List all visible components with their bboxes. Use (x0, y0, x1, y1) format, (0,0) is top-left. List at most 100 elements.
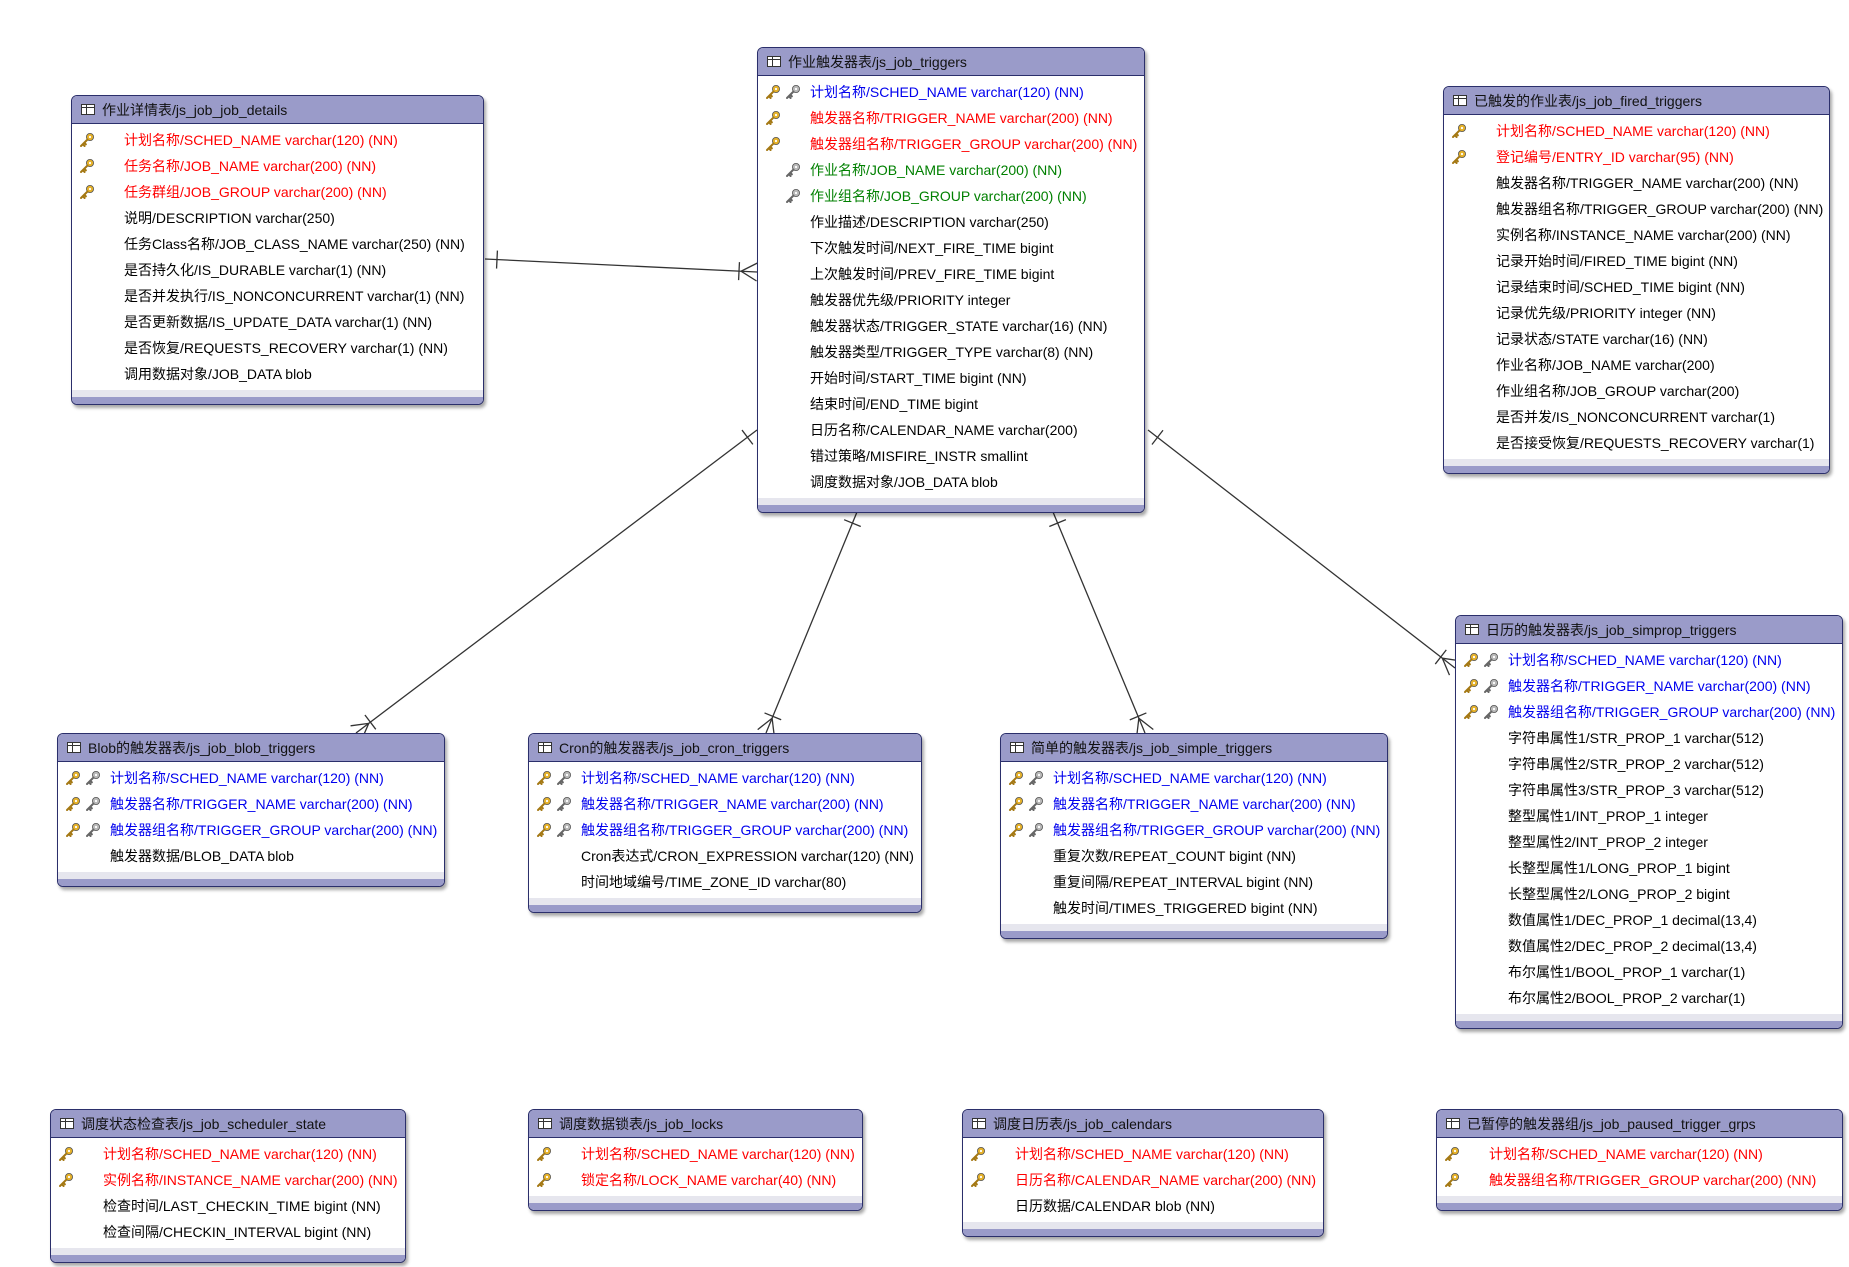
column-row[interactable]: 触发器类型/TRIGGER_TYPE varchar(8) (NN) (758, 339, 1144, 365)
column-row[interactable]: 长整型属性2/LONG_PROP_2 bigint (1456, 881, 1842, 907)
column-row[interactable]: 是否持久化/IS_DURABLE varchar(1) (NN) (72, 257, 483, 283)
column-row[interactable]: 触发器名称/TRIGGER_NAME varchar(200) (NN) (529, 791, 921, 817)
column-row[interactable]: 计划名称/SCHED_NAME varchar(120) (NN) (51, 1141, 405, 1167)
column-row[interactable]: 是否恢复/REQUESTS_RECOVERY varchar(1) (NN) (72, 335, 483, 361)
column-row[interactable]: 整型属性2/INT_PROP_2 integer (1456, 829, 1842, 855)
table-header[interactable]: 调度状态检查表/js_job_scheduler_state (51, 1110, 405, 1138)
column-row[interactable]: 触发器数据/BLOB_DATA blob (58, 843, 444, 869)
column-row[interactable]: 计划名称/SCHED_NAME varchar(120) (NN) (963, 1141, 1323, 1167)
column-row[interactable]: 触发器组名称/TRIGGER_GROUP varchar(200) (NN) (58, 817, 444, 843)
column-row[interactable]: 作业描述/DESCRIPTION varchar(250) (758, 209, 1144, 235)
table-calendars[interactable]: 调度日历表/js_job_calendars 计划名称/SCHED_NAME v… (962, 1109, 1324, 1237)
column-row[interactable]: 是否更新数据/IS_UPDATE_DATA varchar(1) (NN) (72, 309, 483, 335)
column-row[interactable]: 锁定名称/LOCK_NAME varchar(40) (NN) (529, 1167, 862, 1193)
table-header[interactable]: 简单的触发器表/js_job_simple_triggers (1001, 734, 1387, 762)
table-header[interactable]: 调度数据锁表/js_job_locks (529, 1110, 862, 1138)
column-row[interactable]: 上次触发时间/PREV_FIRE_TIME bigint (758, 261, 1144, 287)
column-row[interactable]: 时间地域编号/TIME_ZONE_ID varchar(80) (529, 869, 921, 895)
column-row[interactable]: 整型属性1/INT_PROP_1 integer (1456, 803, 1842, 829)
table-simple-triggers[interactable]: 简单的触发器表/js_job_simple_triggers 计划名称/SCHE… (1000, 733, 1388, 939)
column-row[interactable]: 作业名称/JOB_NAME varchar(200) (NN) (758, 157, 1144, 183)
column-row[interactable]: 计划名称/SCHED_NAME varchar(120) (NN) (529, 1141, 862, 1167)
column-row[interactable]: 计划名称/SCHED_NAME varchar(120) (NN) (758, 79, 1144, 105)
table-fired-triggers[interactable]: 已触发的作业表/js_job_fired_triggers 计划名称/SCHED… (1443, 86, 1830, 474)
column-row[interactable]: 结束时间/END_TIME bigint (758, 391, 1144, 417)
table-scheduler-state[interactable]: 调度状态检查表/js_job_scheduler_state 计划名称/SCHE… (50, 1109, 406, 1263)
column-row[interactable]: 触发器名称/TRIGGER_NAME varchar(200) (NN) (1444, 170, 1829, 196)
column-row[interactable]: 登记编号/ENTRY_ID varchar(95) (NN) (1444, 144, 1829, 170)
column-row[interactable]: 字符串属性1/STR_PROP_1 varchar(512) (1456, 725, 1842, 751)
column-row[interactable]: 开始时间/START_TIME bigint (NN) (758, 365, 1144, 391)
column-row[interactable]: 错过策略/MISFIRE_INSTR smallint (758, 443, 1144, 469)
table-job-details[interactable]: 作业详情表/js_job_job_details 计划名称/SCHED_NAME… (71, 95, 484, 405)
column-row[interactable]: 作业组名称/JOB_GROUP varchar(200) (1444, 378, 1829, 404)
column-row[interactable]: 调用数据对象/JOB_DATA blob (72, 361, 483, 387)
column-row[interactable]: 记录结束时间/SCHED_TIME bigint (NN) (1444, 274, 1829, 300)
column-row[interactable]: 记录开始时间/FIRED_TIME bigint (NN) (1444, 248, 1829, 274)
column-row[interactable]: 任务群组/JOB_GROUP varchar(200) (NN) (72, 179, 483, 205)
table-header[interactable]: Cron的触发器表/js_job_cron_triggers (529, 734, 921, 762)
column-row[interactable]: 计划名称/SCHED_NAME varchar(120) (NN) (1456, 647, 1842, 673)
table-blob-triggers[interactable]: Blob的触发器表/js_job_blob_triggers 计划名称/SCHE… (57, 733, 445, 887)
table-header[interactable]: 日历的触发器表/js_job_simprop_triggers (1456, 616, 1842, 644)
column-row[interactable]: 触发器优先级/PRIORITY integer (758, 287, 1144, 313)
column-row[interactable]: 触发器名称/TRIGGER_NAME varchar(200) (NN) (1456, 673, 1842, 699)
column-row[interactable]: 任务Class名称/JOB_CLASS_NAME varchar(250) (N… (72, 231, 483, 257)
column-row[interactable]: 布尔属性2/BOOL_PROP_2 varchar(1) (1456, 985, 1842, 1011)
column-row[interactable]: 任务名称/JOB_NAME varchar(200) (NN) (72, 153, 483, 179)
table-header[interactable]: Blob的触发器表/js_job_blob_triggers (58, 734, 444, 762)
column-row[interactable]: 是否并发/IS_NONCONCURRENT varchar(1) (1444, 404, 1829, 430)
column-row[interactable]: 触发器组名称/TRIGGER_GROUP varchar(200) (NN) (1444, 196, 1829, 222)
table-cron-triggers[interactable]: Cron的触发器表/js_job_cron_triggers 计划名称/SCHE… (528, 733, 922, 913)
column-row[interactable]: 重复次数/REPEAT_COUNT bigint (NN) (1001, 843, 1387, 869)
table-header[interactable]: 调度日历表/js_job_calendars (963, 1110, 1323, 1138)
column-row[interactable]: 触发器组名称/TRIGGER_GROUP varchar(200) (NN) (1456, 699, 1842, 725)
column-row[interactable]: 触发器组名称/TRIGGER_GROUP varchar(200) (NN) (758, 131, 1144, 157)
column-row[interactable]: 实例名称/INSTANCE_NAME varchar(200) (NN) (1444, 222, 1829, 248)
table-header[interactable]: 作业触发器表/js_job_triggers (758, 48, 1144, 76)
column-row[interactable]: 检查间隔/CHECKIN_INTERVAL bigint (NN) (51, 1219, 405, 1245)
column-row[interactable]: 触发器组名称/TRIGGER_GROUP varchar(200) (NN) (1437, 1167, 1842, 1193)
table-locks[interactable]: 调度数据锁表/js_job_locks 计划名称/SCHED_NAME varc… (528, 1109, 863, 1211)
column-row[interactable]: 计划名称/SCHED_NAME varchar(120) (NN) (1437, 1141, 1842, 1167)
column-row[interactable]: 字符串属性2/STR_PROP_2 varchar(512) (1456, 751, 1842, 777)
column-row[interactable]: 计划名称/SCHED_NAME varchar(120) (NN) (72, 127, 483, 153)
column-row[interactable]: 触发器状态/TRIGGER_STATE varchar(16) (NN) (758, 313, 1144, 339)
table-header[interactable]: 作业详情表/js_job_job_details (72, 96, 483, 124)
table-header[interactable]: 已触发的作业表/js_job_fired_triggers (1444, 87, 1829, 115)
column-row[interactable]: 作业名称/JOB_NAME varchar(200) (1444, 352, 1829, 378)
column-row[interactable]: 计划名称/SCHED_NAME varchar(120) (NN) (1444, 118, 1829, 144)
column-row[interactable]: 作业组名称/JOB_GROUP varchar(200) (NN) (758, 183, 1144, 209)
column-row[interactable]: 布尔属性1/BOOL_PROP_1 varchar(1) (1456, 959, 1842, 985)
column-row[interactable]: 计划名称/SCHED_NAME varchar(120) (NN) (1001, 765, 1387, 791)
column-row[interactable]: 记录状态/STATE varchar(16) (NN) (1444, 326, 1829, 352)
column-row[interactable]: 触发器组名称/TRIGGER_GROUP varchar(200) (NN) (529, 817, 921, 843)
column-row[interactable]: 触发时间/TIMES_TRIGGERED bigint (NN) (1001, 895, 1387, 921)
column-row[interactable]: 是否接受恢复/REQUESTS_RECOVERY varchar(1) (1444, 430, 1829, 456)
column-row[interactable]: 日历数据/CALENDAR blob (NN) (963, 1193, 1323, 1219)
column-row[interactable]: 检查时间/LAST_CHECKIN_TIME bigint (NN) (51, 1193, 405, 1219)
column-row[interactable]: 是否并发执行/IS_NONCONCURRENT varchar(1) (NN) (72, 283, 483, 309)
column-row[interactable]: 字符串属性3/STR_PROP_3 varchar(512) (1456, 777, 1842, 803)
column-row[interactable]: 记录优先级/PRIORITY integer (NN) (1444, 300, 1829, 326)
column-row[interactable]: 调度数据对象/JOB_DATA blob (758, 469, 1144, 495)
column-row[interactable]: 重复间隔/REPEAT_INTERVAL bigint (NN) (1001, 869, 1387, 895)
column-row[interactable]: 触发器组名称/TRIGGER_GROUP varchar(200) (NN) (1001, 817, 1387, 843)
column-row[interactable]: 数值属性2/DEC_PROP_2 decimal(13,4) (1456, 933, 1842, 959)
column-row[interactable]: 日历名称/CALENDAR_NAME varchar(200) (758, 417, 1144, 443)
column-row[interactable]: 日历名称/CALENDAR_NAME varchar(200) (NN) (963, 1167, 1323, 1193)
table-simprop-triggers[interactable]: 日历的触发器表/js_job_simprop_triggers 计划名称/SCH… (1455, 615, 1843, 1029)
column-row[interactable]: 长整型属性1/LONG_PROP_1 bigint (1456, 855, 1842, 881)
table-paused-trigger-grps[interactable]: 已暂停的触发器组/js_job_paused_trigger_grps 计划名称… (1436, 1109, 1843, 1211)
column-row[interactable]: 计划名称/SCHED_NAME varchar(120) (NN) (58, 765, 444, 791)
column-row[interactable]: 触发器名称/TRIGGER_NAME varchar(200) (NN) (1001, 791, 1387, 817)
column-row[interactable]: 计划名称/SCHED_NAME varchar(120) (NN) (529, 765, 921, 791)
table-header[interactable]: 已暂停的触发器组/js_job_paused_trigger_grps (1437, 1110, 1842, 1138)
column-row[interactable]: 数值属性1/DEC_PROP_1 decimal(13,4) (1456, 907, 1842, 933)
column-row[interactable]: 触发器名称/TRIGGER_NAME varchar(200) (NN) (758, 105, 1144, 131)
column-row[interactable]: 下次触发时间/NEXT_FIRE_TIME bigint (758, 235, 1144, 261)
column-row[interactable]: 触发器名称/TRIGGER_NAME varchar(200) (NN) (58, 791, 444, 817)
column-row[interactable]: 实例名称/INSTANCE_NAME varchar(200) (NN) (51, 1167, 405, 1193)
column-row[interactable]: 说明/DESCRIPTION varchar(250) (72, 205, 483, 231)
column-row[interactable]: Cron表达式/CRON_EXPRESSION varchar(120) (NN… (529, 843, 921, 869)
